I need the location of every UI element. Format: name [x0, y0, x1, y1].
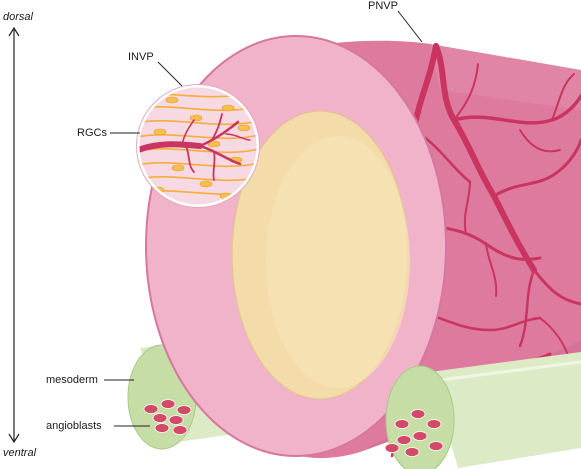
angioblast-cell [160, 399, 176, 409]
angioblasts-label: angioblasts [46, 420, 102, 432]
angioblast-cell [410, 409, 426, 419]
pnvp-leader-line [397, 10, 423, 43]
angioblast-cell [143, 404, 159, 414]
mesoderm-label: mesoderm [46, 374, 98, 386]
rgcs-label: RGCs [77, 127, 107, 139]
angioblast-cell [176, 405, 192, 415]
angioblast-cell [404, 447, 420, 457]
angioblast-cell [384, 443, 400, 453]
angioblast-cell [172, 425, 188, 435]
ventral-label: ventral [3, 447, 37, 459]
angioblast-cell [426, 419, 442, 429]
invp-label: INVP [128, 51, 154, 63]
angioblast-cell [412, 431, 428, 441]
angioblasts-right [384, 409, 444, 457]
dorsal-ventral-axis [8, 26, 20, 444]
angioblasts-left [143, 399, 192, 435]
invp-vessel [138, 113, 251, 181]
angioblast-cell [394, 419, 410, 429]
dorsal-label: dorsal [3, 11, 33, 23]
leader-lines [104, 10, 423, 427]
pnvp-label: PNVP [368, 0, 398, 12]
angioblast-cell [168, 415, 184, 425]
axis-arrow-up-icon [8, 26, 20, 37]
invp-leader-line [157, 61, 183, 87]
angioblast-cell [154, 423, 170, 433]
angioblast-cell [396, 435, 412, 445]
axis-arrow-down-icon [8, 433, 20, 444]
angioblast-cell [152, 413, 168, 423]
angioblast-cell [428, 441, 444, 451]
zoom-inset [136, 84, 260, 208]
